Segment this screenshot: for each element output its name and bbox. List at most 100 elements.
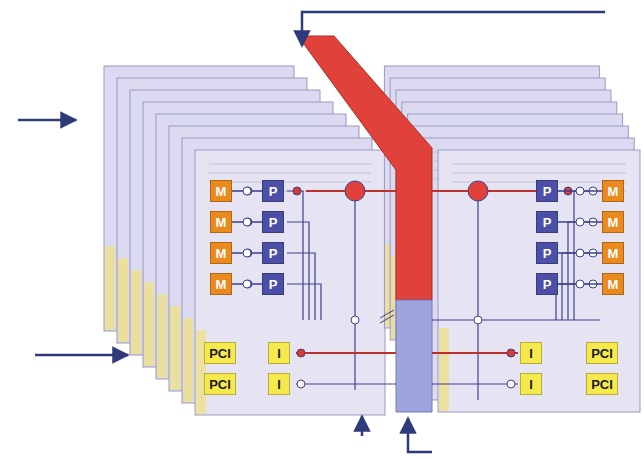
box-label: P bbox=[543, 278, 552, 291]
box-label: M bbox=[608, 247, 619, 260]
box-label: P bbox=[543, 247, 552, 260]
io-box: I bbox=[268, 342, 290, 364]
io-box: I bbox=[520, 373, 542, 395]
midplane-blue bbox=[396, 300, 432, 412]
wire bbox=[432, 320, 600, 321]
box-label: PCI bbox=[591, 347, 613, 360]
box-label: M bbox=[608, 185, 619, 198]
io-box: I bbox=[520, 342, 542, 364]
link-junction bbox=[243, 218, 251, 226]
wire bbox=[296, 383, 396, 384]
board-trace bbox=[209, 164, 371, 165]
box-label: P bbox=[269, 185, 278, 198]
junction-dot bbox=[351, 316, 359, 324]
processor-box: P bbox=[536, 180, 558, 202]
box-label: M bbox=[216, 216, 227, 229]
processor-box: P bbox=[262, 211, 284, 233]
box-label: PCI bbox=[209, 347, 231, 360]
memory-box: M bbox=[210, 242, 232, 264]
processor-box: P bbox=[536, 211, 558, 233]
wire bbox=[432, 352, 518, 354]
link-junction bbox=[243, 280, 251, 288]
box-label: P bbox=[269, 247, 278, 260]
flow-arrow bbox=[302, 12, 605, 46]
box-label: I bbox=[529, 347, 533, 360]
processor-box: P bbox=[262, 242, 284, 264]
junction-dot bbox=[244, 280, 252, 288]
flow-arrow bbox=[35, 354, 128, 357]
board-edge bbox=[157, 294, 167, 378]
board-trace bbox=[209, 173, 371, 174]
flow-arrow bbox=[18, 119, 76, 122]
junction-dot bbox=[297, 380, 305, 388]
junction-dot bbox=[244, 218, 252, 226]
wire bbox=[287, 222, 309, 320]
junction-dot bbox=[507, 380, 515, 388]
midplane-red bbox=[298, 36, 432, 300]
junction-dot bbox=[507, 349, 515, 357]
box-label: P bbox=[543, 185, 552, 198]
wire bbox=[556, 284, 593, 320]
junction-dot bbox=[244, 249, 252, 257]
io-box: I bbox=[268, 373, 290, 395]
flow-arrow bbox=[408, 418, 432, 452]
box-label: I bbox=[277, 378, 281, 391]
wire bbox=[432, 383, 518, 384]
box-label: M bbox=[216, 185, 227, 198]
box-label: I bbox=[529, 378, 533, 391]
box-label: M bbox=[216, 247, 227, 260]
box-label: I bbox=[277, 347, 281, 360]
wire bbox=[562, 253, 593, 320]
left-stack bbox=[104, 66, 385, 415]
wires bbox=[287, 191, 600, 400]
pci-box: PCI bbox=[204, 373, 236, 395]
wire bbox=[568, 222, 593, 320]
link-junction bbox=[243, 249, 251, 257]
board-edge bbox=[183, 318, 193, 402]
board-edge bbox=[144, 282, 154, 366]
junction-dot bbox=[244, 187, 252, 195]
board-edge bbox=[131, 270, 141, 354]
pci-box: PCI bbox=[586, 342, 618, 364]
wire bbox=[287, 284, 321, 320]
wire bbox=[287, 191, 303, 320]
link-junction bbox=[243, 187, 251, 195]
board bbox=[438, 150, 640, 412]
box-label: P bbox=[269, 216, 278, 229]
processor-box: P bbox=[536, 273, 558, 295]
board-trace bbox=[452, 173, 626, 174]
wire bbox=[354, 191, 355, 390]
board-edge bbox=[170, 306, 180, 390]
board-trace bbox=[209, 182, 371, 183]
wire bbox=[296, 352, 396, 354]
board bbox=[195, 150, 385, 415]
link-junction bbox=[576, 280, 584, 288]
link-junction bbox=[576, 249, 584, 257]
wire bbox=[477, 191, 478, 400]
link-junction bbox=[576, 218, 584, 226]
box-label: P bbox=[269, 278, 278, 291]
junction-dot bbox=[345, 181, 365, 201]
flow-arrow bbox=[361, 416, 364, 436]
board-trace bbox=[452, 164, 626, 165]
box-label: M bbox=[216, 278, 227, 291]
box-label: P bbox=[543, 216, 552, 229]
board-edge bbox=[118, 258, 128, 342]
processor-box: P bbox=[262, 180, 284, 202]
box-label: M bbox=[608, 278, 619, 291]
box-label: M bbox=[608, 216, 619, 229]
memory-box: M bbox=[602, 273, 624, 295]
memory-box: M bbox=[210, 273, 232, 295]
processor-box: P bbox=[262, 273, 284, 295]
box-label: PCI bbox=[209, 378, 231, 391]
pci-box: PCI bbox=[204, 342, 236, 364]
junction-dot bbox=[297, 349, 305, 357]
board-edge bbox=[439, 328, 449, 411]
board-edge bbox=[105, 246, 115, 330]
memory-box: M bbox=[210, 180, 232, 202]
memory-box: M bbox=[602, 211, 624, 233]
memory-box: M bbox=[602, 242, 624, 264]
wire bbox=[380, 310, 394, 323]
